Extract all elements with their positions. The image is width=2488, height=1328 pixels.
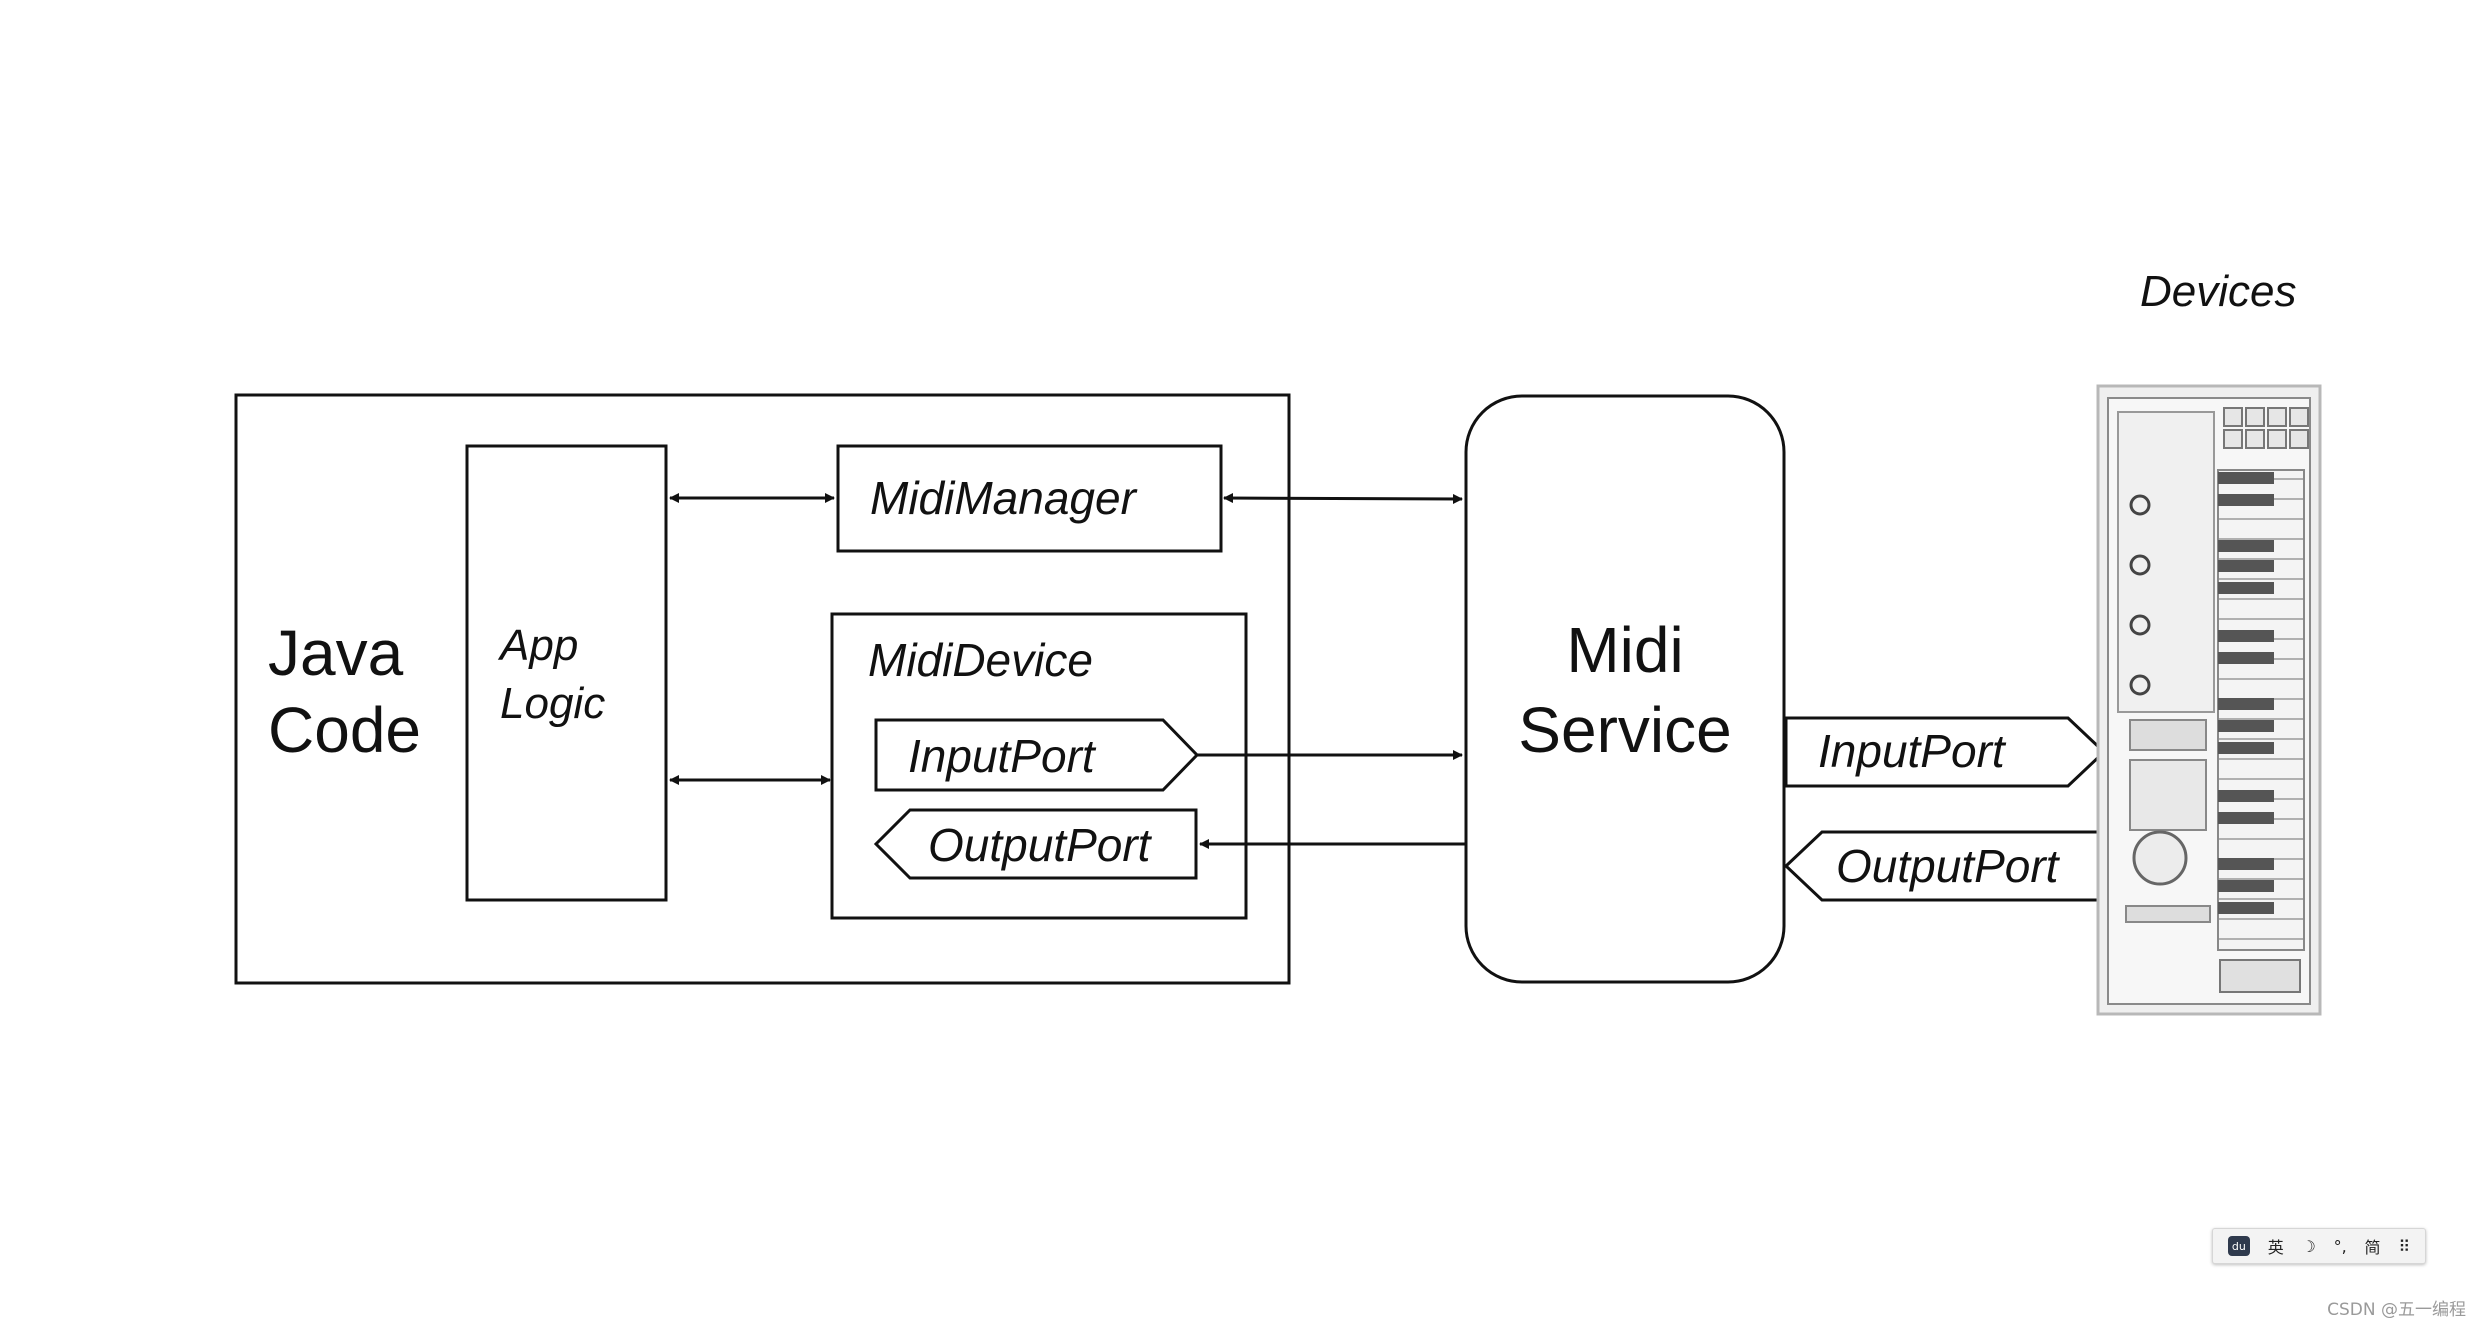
knobs (2129, 494, 2151, 696)
service-output-port-shape (1783, 830, 2106, 902)
java-code-label-line1: Java (268, 617, 404, 689)
service-input-port-shape (1784, 716, 2107, 788)
grid-icon[interactable]: ⠿ (2398, 1236, 2411, 1256)
ime-toolbar[interactable]: du 英 ☽ °, 简 ⠿ (2212, 1228, 2426, 1264)
midi-service-label-line2: Service (1518, 694, 1731, 766)
ime-logo-icon[interactable]: du (2227, 1236, 2250, 1256)
device-output-port-label: OutputPort (928, 819, 1153, 871)
device-input-port-label: InputPort (908, 730, 1097, 782)
java-code-label-line2: Code (268, 694, 421, 766)
midi-service-box (1464, 394, 1786, 984)
java-code-box (234, 393, 1291, 985)
moon-icon[interactable]: ☽ (2301, 1236, 2316, 1256)
app-logic-box (465, 444, 668, 902)
arrow-midimanager-service (1223, 493, 1463, 504)
punctuation-icon[interactable]: °, (2333, 1236, 2347, 1256)
midi-device-label: MidiDevice (868, 634, 1093, 686)
midi-keyboard-image (2096, 384, 2322, 1016)
black-keys (2218, 472, 2274, 914)
device-input-port-shape (874, 718, 1200, 792)
device-output-port-shape (873, 808, 1198, 880)
midi-device-box (830, 612, 1248, 920)
ime-simplified-toggle[interactable]: 简 (2364, 1238, 2381, 1257)
midi-manager-label: MidiManager (870, 472, 1138, 524)
midi-service-label-line1: Midi (1566, 614, 1683, 686)
app-logic-label-line2: Logic (500, 679, 605, 728)
midi-manager-box (836, 444, 1223, 553)
devices-caption: Devices (2140, 267, 2297, 316)
app-logic-label-line1: App (497, 621, 578, 670)
service-output-port-label: OutputPort (1836, 840, 2061, 892)
service-input-port-label: InputPort (1818, 725, 2007, 777)
drum-pads (2223, 407, 2309, 449)
ime-language-toggle[interactable]: 英 (2267, 1238, 2284, 1257)
watermark: CSDN @五一编程 (2327, 1300, 2466, 1320)
